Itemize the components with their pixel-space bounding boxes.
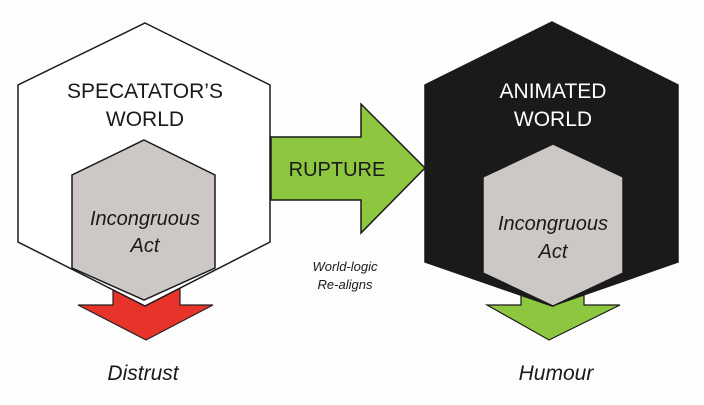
world-logic-caption-line1: World-logic — [312, 259, 378, 274]
humour-label: Humour — [519, 362, 595, 385]
left-inner-label-line2: Act — [130, 235, 161, 257]
animated-world-title-line1: ANIMATED — [500, 80, 607, 103]
right-incongruous-act-hexagon — [482, 143, 624, 307]
rupture-label: RUPTURE — [289, 159, 386, 181]
right-inner-label-line1: Incongruous — [498, 213, 608, 235]
right-inner-label-line2: Act — [538, 241, 569, 263]
rupture-arrow — [270, 102, 427, 235]
animated-world-title-line2: WORLD — [514, 108, 592, 131]
left-incongruous-act-hexagon — [71, 139, 216, 301]
distrust-label: Distrust — [107, 362, 179, 385]
spectators-world-title-line2: WORLD — [106, 108, 184, 131]
spectators-world-title-line1: SPECATATOR’S — [67, 80, 223, 103]
left-inner-label-line1: Incongruous — [90, 208, 200, 230]
world-logic-caption-line2: Re-aligns — [318, 277, 373, 292]
